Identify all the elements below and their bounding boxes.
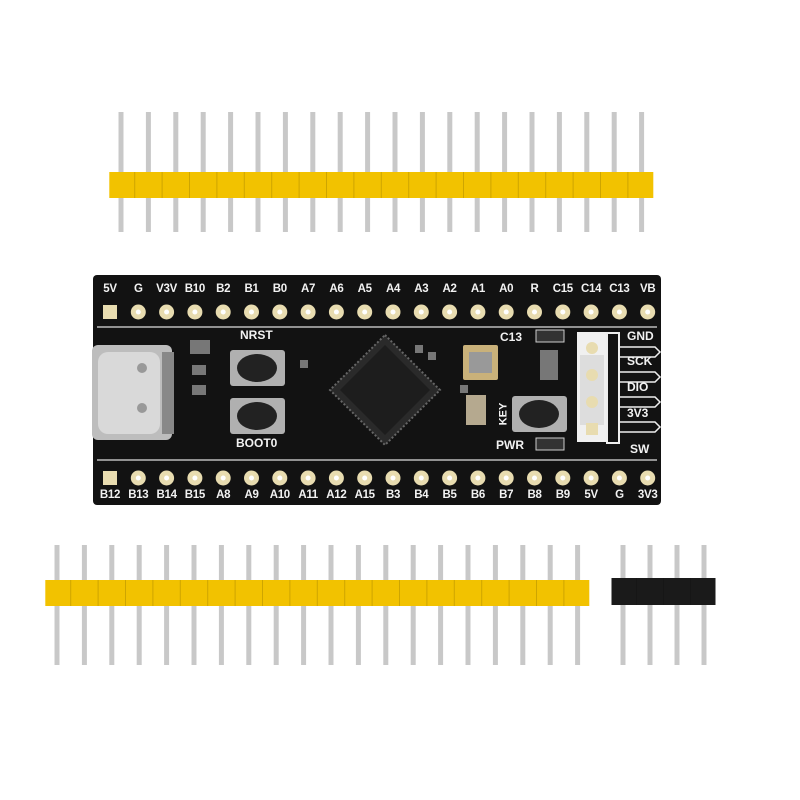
top-pin-label: VB — [639, 283, 656, 295]
top-pin-label: A2 — [442, 283, 457, 295]
short-pin-header — [611, 545, 716, 665]
top-pin-label: A6 — [329, 283, 344, 295]
top-pin-label: G — [133, 283, 143, 295]
bottom-pin-label: B7 — [499, 489, 514, 501]
bottom-pin-label: B13 — [128, 489, 149, 501]
bottom-pin-label: 5V — [584, 489, 598, 501]
bottom-pin-label: A11 — [298, 489, 318, 501]
c13-led-label: C13 — [500, 330, 523, 344]
top-pin-label: B10 — [184, 283, 206, 295]
top-pin-label: C15 — [552, 283, 574, 295]
pcb-board — [92, 275, 662, 505]
bottom-pin-label: B8 — [527, 489, 542, 501]
bottom-pin-label: B4 — [414, 489, 429, 501]
bottom-pin-label: A12 — [326, 489, 347, 501]
bottom-pin-header — [45, 545, 590, 665]
top-pin-label: R — [530, 283, 539, 295]
short-header-plastic — [611, 578, 716, 605]
top-pin-label: C14 — [580, 283, 602, 295]
bottom-header-plastic — [45, 580, 590, 606]
swd-header — [577, 332, 662, 444]
bottom-pin-label: B6 — [470, 489, 485, 501]
bottom-pin-label: B3 — [385, 489, 401, 501]
top-pin-label: C13 — [609, 283, 630, 295]
boot0-button-icon — [230, 398, 285, 434]
bottom-pin-label: A10 — [269, 489, 291, 501]
usb-c-connector-icon — [92, 345, 174, 440]
top-pin-label: 5V — [103, 283, 117, 295]
top-pin-label: B1 — [244, 283, 259, 295]
pwr-led-icon — [535, 437, 565, 451]
nrst-label: NRST — [240, 328, 273, 342]
top-pin-label: A7 — [301, 283, 316, 295]
bottom-pin-label: A8 — [216, 489, 231, 501]
swd-label-gnd: GND — [627, 329, 654, 343]
swd-label-dio: DIO — [627, 380, 649, 394]
top-pin-header — [109, 112, 654, 232]
pin-pad — [103, 471, 117, 485]
top-pin-label: A3 — [414, 283, 429, 295]
bottom-pin-label: B12 — [99, 489, 121, 501]
crystal-icon — [463, 345, 498, 425]
pin-pad — [103, 305, 117, 319]
swd-label-3v3: 3V3 — [627, 406, 649, 420]
bottom-pin-label: G — [615, 489, 624, 501]
bottom-pin-label: 3V3 — [637, 489, 658, 501]
mcu-chip-icon — [328, 333, 442, 447]
top-pin-label: B2 — [216, 283, 231, 295]
top-header-plastic — [109, 172, 654, 198]
pwr-led-label: PWR — [496, 438, 524, 452]
top-pin-label: A0 — [499, 283, 514, 295]
c13-led-icon — [535, 329, 565, 343]
top-pin-label: A4 — [385, 283, 401, 295]
bottom-pin-label: B9 — [555, 489, 570, 501]
swd-label-sck: SCK — [627, 354, 653, 368]
bottom-pin-label: B14 — [156, 489, 177, 501]
top-pin-label: V3V — [156, 283, 178, 295]
top-pin-label: B0 — [272, 283, 287, 295]
key-button-icon — [512, 396, 567, 432]
bottom-pin-label: A9 — [244, 489, 259, 501]
bottom-pin-label: B5 — [442, 489, 457, 501]
bottom-pin-label: A15 — [354, 489, 376, 501]
key-label: KEY — [497, 402, 510, 426]
top-pin-label: A1 — [470, 283, 485, 295]
boot0-label: BOOT0 — [236, 436, 278, 450]
top-pin-label: A5 — [357, 283, 372, 295]
swd-label-sw: SW — [630, 442, 650, 456]
bottom-pin-label: B15 — [184, 489, 206, 501]
nrst-button-icon — [230, 350, 285, 386]
